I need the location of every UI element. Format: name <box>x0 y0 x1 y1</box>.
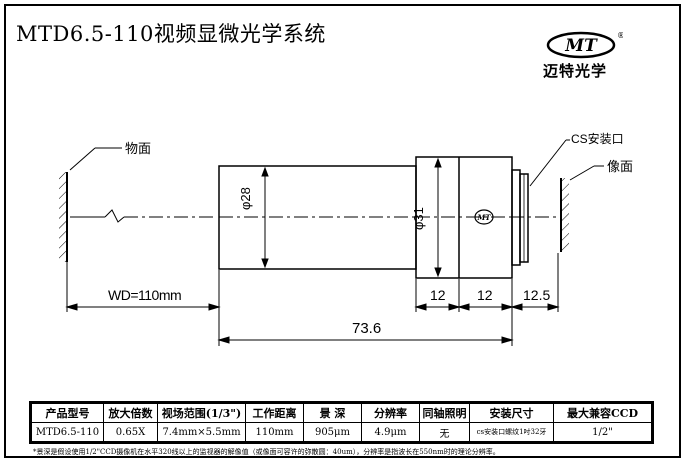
spec-cell-max-ccd: 1/2" <box>553 422 652 442</box>
spec-header-cell: 产品型号 <box>31 403 104 423</box>
image-plane-label: 像面 <box>607 159 634 174</box>
table-row: MTD6.5-110 0.65X 7.4mm×5.5mm 110mm 905μm… <box>31 422 652 442</box>
spec-cell-working-distance: 110mm <box>245 422 304 442</box>
object-plane-label: 物面 <box>125 141 152 156</box>
spec-cell-resolution: 4.9μm <box>361 422 420 442</box>
spec-cell-magnification: 0.65X <box>103 422 158 442</box>
diameter-28-label: φ28 <box>238 187 253 210</box>
dimension-73-6: 73.6 <box>352 320 382 337</box>
spec-cell-model: MTD6.5-110 <box>31 422 104 442</box>
spec-table-header-row: 产品型号 放大倍数 视场范围(1/3") 工作距离 景 深 分辨率 同轴照明 安… <box>31 403 652 423</box>
spec-header-cell: 同轴照明 <box>419 403 470 423</box>
diameter-dimensions <box>261 157 442 278</box>
diameter-31-label: φ31 <box>411 207 426 230</box>
working-distance-label: WD=110mm <box>108 287 182 303</box>
spec-cell-coaxial-light: 无 <box>419 422 470 442</box>
length-dimensions <box>65 303 560 344</box>
brand-name: 迈特光学 <box>543 62 608 80</box>
spec-table: 产品型号 放大倍数 视场范围(1/3") 工作距离 景 深 分辨率 同轴照明 安… <box>29 401 654 444</box>
spec-header-cell: 视场范围(1/3") <box>157 403 246 423</box>
object-plane <box>59 147 122 262</box>
spec-header-cell: 放大倍数 <box>103 403 158 423</box>
registered-mark: ® <box>617 31 623 40</box>
spec-header-cell: 最大兼容CCD <box>553 403 652 423</box>
image-plane <box>560 165 604 252</box>
spec-header-cell: 景 深 <box>303 403 362 423</box>
spec-header-cell: 安装尺寸 <box>469 403 554 423</box>
drawing-frame <box>4 4 681 458</box>
spec-header-cell: 工作距离 <box>245 403 304 423</box>
spec-cell-field-of-view: 7.4mm×5.5mm <box>157 422 246 442</box>
cs-mount-leader <box>529 139 570 187</box>
cs-mount-label: CS安装口 <box>571 132 624 146</box>
dimension-12-second: 12 <box>477 287 493 303</box>
spec-header-cell: 分辨率 <box>361 403 420 423</box>
dimension-12-first: 12 <box>430 287 446 303</box>
footnote: *景深是假设使用1/2"CCD摄像机在水平320线以上的监视器的解像值（或像面可… <box>33 448 500 456</box>
page-title: MTD6.5-110视频显微光学系统 <box>16 22 326 46</box>
brand-logo: MT ® <box>546 31 623 59</box>
lens-badge-icon: MT <box>474 209 494 225</box>
spec-cell-depth-of-field: 905μm <box>303 422 362 442</box>
logo-text: MT <box>564 36 598 56</box>
spec-cell-mount: cs安装口螺纹1吋32牙 <box>469 422 554 442</box>
lens-badge-text: MT <box>477 213 492 222</box>
optical-axis <box>70 209 556 223</box>
dimension-12-5: 12.5 <box>523 287 551 303</box>
